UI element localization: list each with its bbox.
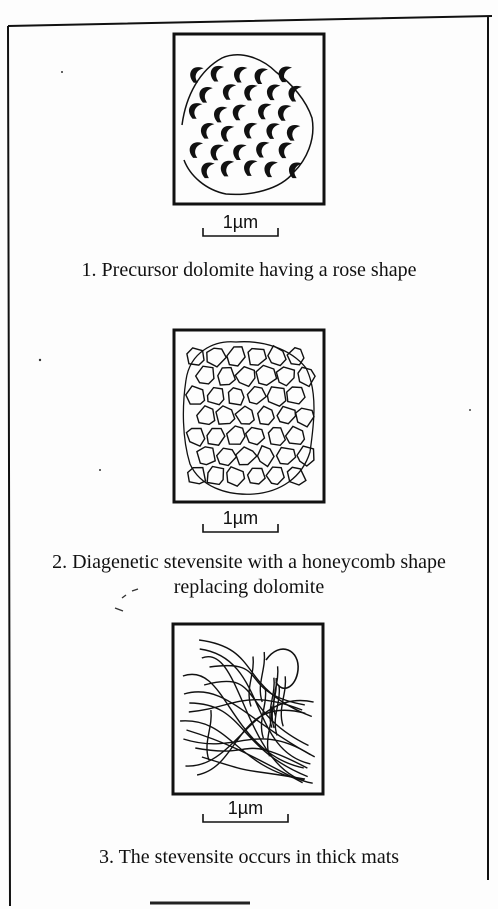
- honeycomb-cell: [267, 387, 285, 406]
- honeycomb-cell: [296, 408, 314, 427]
- honeycomb-cell: [287, 467, 306, 485]
- honeycomb-cell: [227, 467, 245, 486]
- honeycomb-cell: [256, 365, 277, 385]
- honeycomb-cell: [197, 406, 215, 425]
- rose-petal: [267, 124, 278, 139]
- rose-petal: [221, 126, 232, 141]
- rose-petal: [257, 142, 268, 157]
- honeycomb-cell: [258, 406, 275, 424]
- figure-frame: [8, 16, 492, 906]
- honeycomb-cell: [235, 406, 254, 424]
- rose-petal: [221, 161, 232, 176]
- honeycomb-cell: [236, 447, 257, 465]
- rose-petal: [245, 161, 256, 176]
- honeycomb-cell: [287, 387, 305, 404]
- honeycomb-cell: [229, 388, 245, 405]
- honeycomb-cell: [188, 468, 206, 484]
- rose-petal: [201, 124, 212, 139]
- rose-petal: [191, 68, 202, 83]
- honeycomb-cell: [186, 386, 205, 404]
- rose-petal: [235, 67, 246, 82]
- rose-petal: [202, 163, 213, 178]
- honeycomb-cell: [268, 346, 286, 366]
- caption-2-line-2: replacing dolomite: [0, 575, 498, 599]
- honeycomb-cell: [277, 448, 296, 465]
- mat-fiber: [204, 681, 308, 745]
- rose-dolomite-texture: [182, 55, 313, 195]
- rose-petal: [245, 123, 256, 138]
- honeycomb-cell: [216, 406, 235, 424]
- rose-petal: [259, 104, 270, 119]
- rose-petal: [278, 106, 289, 121]
- honeycomb-cell: [218, 368, 236, 385]
- rose-petal: [211, 145, 222, 160]
- mat-fold: [260, 652, 264, 702]
- honeycomb-cell: [208, 388, 224, 405]
- honeycomb-cell: [207, 348, 226, 367]
- scale-label-1: 1µm: [203, 212, 278, 232]
- rose-petal: [265, 162, 276, 177]
- speck: [99, 469, 101, 471]
- rose-petal: [255, 69, 266, 84]
- honeycomb-cell: [287, 348, 304, 365]
- caption-2-line-1: 2. Diagenetic stevensite with a honeycom…: [0, 550, 498, 574]
- honeycomb-cell: [277, 407, 295, 424]
- honeycomb-cell: [276, 367, 294, 386]
- honeycomb-cell: [248, 349, 266, 366]
- speck: [61, 71, 63, 73]
- honeycomb-cell: [286, 426, 305, 444]
- honeycomb-cell: [217, 448, 237, 465]
- rose-petal: [267, 85, 278, 100]
- mat-curl: [266, 649, 298, 688]
- rose-petal: [189, 104, 200, 119]
- rose-petal: [245, 85, 256, 100]
- honeycomb-cell: [235, 367, 255, 387]
- rose-petal: [233, 105, 244, 120]
- rose-petal: [287, 126, 298, 141]
- rose-petal: [234, 145, 245, 160]
- speck: [469, 409, 471, 411]
- honeycomb-cell: [187, 348, 204, 365]
- honeycomb-cell: [196, 366, 214, 384]
- mat-fiber: [183, 739, 310, 755]
- mat-fold: [249, 657, 253, 707]
- honeycomb-cell: [227, 347, 245, 366]
- honeycomb-cell: [187, 428, 205, 446]
- honeycomb-cell: [207, 429, 225, 446]
- caption-3: 3. The stevensite occurs in thick mats: [0, 845, 498, 869]
- rose-petal: [211, 66, 222, 81]
- honeycomb-stevensite-texture: [183, 342, 315, 495]
- rose-petal: [223, 85, 234, 100]
- rose-petal: [279, 143, 290, 158]
- honeycomb-cell: [227, 426, 245, 444]
- scale-label-2: 1µm: [203, 508, 278, 528]
- honeycomb-cell: [266, 467, 284, 484]
- honeycomb-cell: [258, 446, 275, 467]
- honeycomb-cell: [268, 428, 285, 446]
- caption-1: 1. Precursor dolomite having a rose shap…: [0, 258, 498, 282]
- honeycomb-cell: [207, 467, 223, 485]
- mat-fold: [207, 710, 211, 760]
- honeycomb-cell: [247, 387, 266, 404]
- rose-petal: [190, 143, 201, 158]
- rose-petal: [200, 88, 211, 103]
- mat-stevensite-texture: [180, 640, 315, 783]
- honeycomb-cell: [248, 468, 266, 484]
- rose-petal: [214, 107, 225, 122]
- honeycomb-cell: [246, 428, 265, 445]
- honeycomb-cell: [197, 447, 215, 465]
- speck: [39, 359, 41, 361]
- scale-label-3: 1µm: [203, 798, 288, 818]
